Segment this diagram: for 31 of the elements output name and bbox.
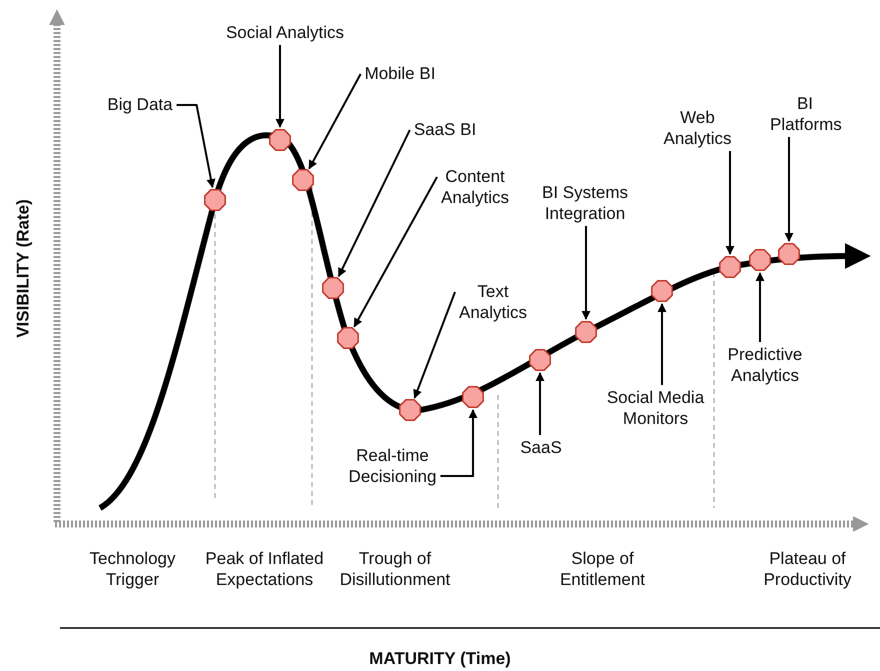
callout-label: SaaS — [515, 437, 567, 458]
callout-label: SaaS BI — [405, 119, 485, 140]
callout-label: Web Analytics — [650, 107, 745, 149]
callout-label: Mobile BI — [355, 63, 445, 84]
callout-label: BI Platforms — [770, 93, 840, 135]
callout-label: Text Analytics — [448, 281, 538, 323]
leader-arrow — [582, 226, 590, 320]
callout-label: Real-time Decisioning — [335, 445, 450, 487]
leader-arrow — [276, 45, 284, 128]
phase-label: Trough of Disillutionment — [338, 548, 452, 590]
phase-label: Slope of Entitlement — [558, 548, 646, 590]
phase-label: Peak of Inflated Expectations — [204, 548, 325, 590]
leader-arrow — [726, 151, 734, 255]
leader-arrow — [338, 130, 411, 278]
leader-arrow — [413, 292, 456, 399]
leader-arrow — [440, 409, 478, 477]
axis-title: VISIBILITY (Rate) — [12, 198, 34, 340]
leader-arrow — [756, 272, 764, 342]
phase-label: Plateau of Productivity — [762, 548, 852, 590]
callout-label: Social Analytics — [205, 22, 365, 43]
leader-arrow — [658, 303, 666, 385]
callout-label: Predictive Analytics — [715, 344, 815, 386]
leader-arrow — [176, 104, 216, 188]
leader-arrow — [353, 176, 438, 328]
leader-arrow — [536, 372, 544, 435]
leader-arrow — [784, 137, 794, 242]
callout-label: Big Data — [100, 94, 180, 115]
phase-label: Technology Trigger — [88, 548, 176, 590]
axis-title: MATURITY (Time) — [368, 648, 512, 669]
callout-label: Social Media Monitors — [598, 387, 713, 429]
leader-arrow — [308, 74, 362, 170]
